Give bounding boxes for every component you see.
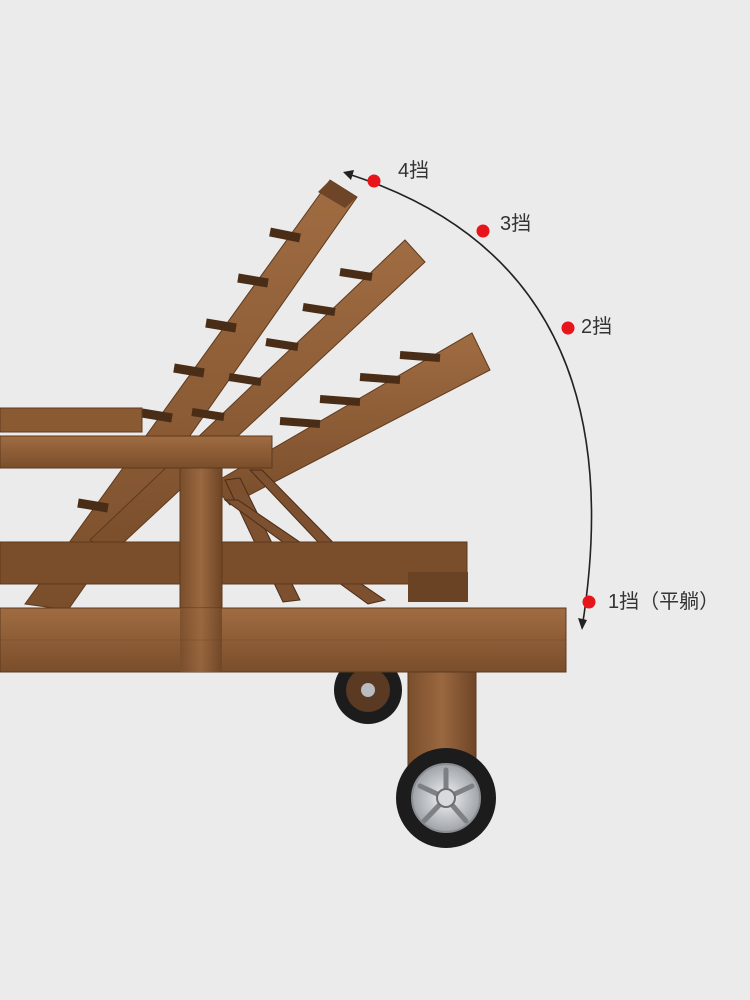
near-frame-rail — [0, 607, 567, 673]
angle-arc — [343, 170, 593, 630]
label-gear-1: 1挡（平躺） — [608, 591, 720, 613]
far-frame-rail — [0, 541, 468, 602]
backrest-position-2 — [211, 332, 491, 506]
label-gear-3: 3挡 — [500, 213, 532, 235]
position-markers — [367, 174, 596, 609]
arrow-head-bottom — [578, 618, 587, 630]
marker-gear-1 — [582, 595, 596, 609]
armrest — [0, 407, 273, 669]
front-wheel — [396, 748, 496, 848]
label-gear-4: 4挡 — [398, 160, 430, 182]
arrow-head-top — [343, 170, 354, 180]
marker-gear-2 — [561, 321, 575, 335]
marker-gear-4 — [367, 174, 381, 188]
rear-wheel — [334, 656, 402, 724]
label-gear-2: 2挡 — [581, 316, 613, 338]
marker-gear-3 — [476, 224, 490, 238]
